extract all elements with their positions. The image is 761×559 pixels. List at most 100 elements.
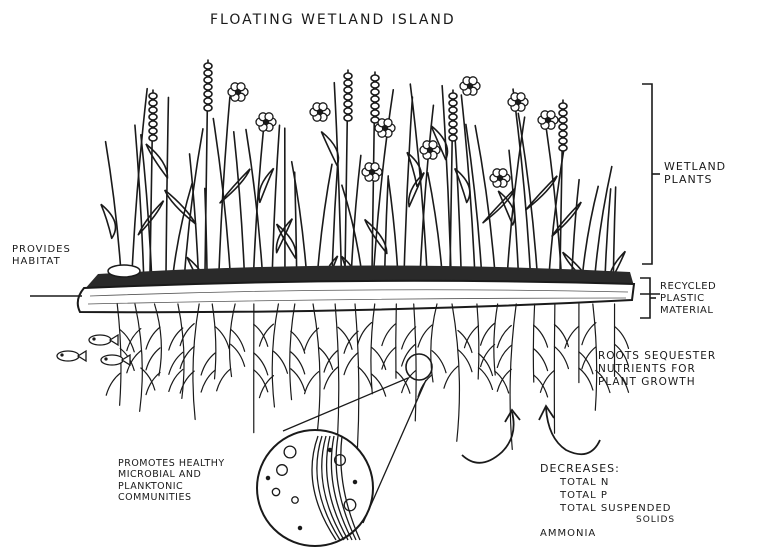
root — [313, 304, 320, 431]
root — [554, 304, 555, 433]
spike-bud — [559, 131, 567, 137]
flower-head — [538, 111, 558, 129]
plant-stem — [595, 167, 612, 272]
root-branch — [273, 351, 287, 373]
root-branch — [305, 372, 319, 394]
spike-bud — [559, 138, 567, 144]
root-branch — [231, 344, 245, 366]
zoom-target-circle — [406, 354, 432, 380]
root-branch — [497, 369, 511, 391]
spike-bud — [371, 75, 379, 81]
root-branch — [201, 370, 215, 392]
plant-stem — [428, 173, 442, 272]
spike-bud — [559, 124, 567, 130]
spike-bud — [449, 121, 457, 127]
root-branch — [464, 326, 478, 348]
spike-bud — [344, 87, 352, 93]
fish-eye — [105, 358, 107, 360]
plant-stem — [605, 189, 610, 272]
flower-head — [228, 83, 248, 101]
spike-bud — [344, 94, 352, 100]
spike-bud — [204, 77, 212, 83]
root — [155, 304, 162, 376]
root-branch — [291, 369, 305, 391]
root-branch — [582, 323, 596, 345]
root-branch — [338, 327, 352, 349]
root-branch — [169, 369, 183, 391]
flower-head — [310, 103, 330, 121]
root — [230, 304, 236, 377]
spike-bud — [344, 115, 352, 121]
diagram-title: FLOATING WETLAND ISLAND — [210, 12, 456, 29]
flower-center — [383, 126, 388, 131]
spike-bud — [204, 70, 212, 76]
fish — [101, 355, 130, 365]
fish-eye — [93, 338, 95, 340]
root-branch — [217, 369, 231, 391]
fish-tail — [110, 335, 118, 345]
spike-bud — [149, 114, 157, 120]
spike-bud — [449, 100, 457, 106]
spike-bud — [344, 80, 352, 86]
spike-bud — [371, 96, 379, 102]
root-branch — [146, 348, 160, 370]
root-branch — [231, 329, 245, 351]
root-branch — [344, 331, 358, 353]
plant-stem — [442, 86, 451, 272]
plant-stem — [334, 83, 341, 272]
root — [117, 304, 121, 405]
flower-center — [370, 170, 375, 175]
plant-stem — [166, 97, 168, 272]
leaf — [101, 204, 116, 238]
root — [593, 304, 597, 410]
root — [135, 304, 142, 411]
decreases-label: DECREASES: TOTAL N TOTAL P TOTAL SUSPEND… — [540, 462, 675, 540]
floating-mat — [30, 265, 660, 312]
spike-bud — [449, 128, 457, 134]
root — [533, 304, 534, 382]
spike-bud — [559, 117, 567, 123]
root-branch — [141, 368, 155, 390]
flower-center — [546, 118, 551, 123]
spike-bud — [204, 63, 212, 69]
spike-bud — [449, 135, 457, 141]
spike-bud — [204, 105, 212, 111]
flower-center — [468, 84, 473, 89]
microbial-label: PROMOTES HEALTHY MICROBIAL AND PLANKTONI… — [118, 458, 225, 504]
spike-bud — [371, 89, 379, 95]
spike-bud — [344, 101, 352, 107]
root-branch — [534, 349, 548, 371]
root-branch — [554, 347, 568, 369]
root — [494, 304, 498, 375]
fish-body — [57, 351, 79, 361]
leaf — [277, 224, 296, 258]
root — [396, 304, 397, 378]
root — [335, 304, 339, 440]
root-branch — [444, 366, 458, 388]
plant-stem — [404, 97, 412, 272]
flower-center — [318, 110, 323, 115]
root-branch — [106, 373, 120, 395]
flower-head — [362, 163, 382, 181]
fish-tail — [78, 351, 86, 361]
fish-group — [57, 335, 130, 365]
root-branch — [432, 351, 446, 373]
root-branch — [324, 367, 338, 389]
wetland-plants-label: WETLAND PLANTS — [664, 160, 726, 186]
plant-stem — [572, 180, 579, 272]
spike-bud — [344, 108, 352, 114]
spike-bud — [204, 98, 212, 104]
flower-head — [460, 77, 480, 95]
root-branch — [358, 323, 372, 345]
root-branch — [418, 325, 432, 347]
plant-stem — [234, 132, 245, 272]
root-branch — [615, 326, 629, 348]
spike-bud — [149, 128, 157, 134]
plankton-dot — [353, 480, 356, 483]
leaf — [321, 132, 338, 166]
root-branch — [497, 326, 511, 348]
root-branch — [481, 323, 495, 345]
flower-center — [516, 100, 521, 105]
flower-head — [375, 119, 395, 137]
flower-head — [256, 113, 276, 131]
